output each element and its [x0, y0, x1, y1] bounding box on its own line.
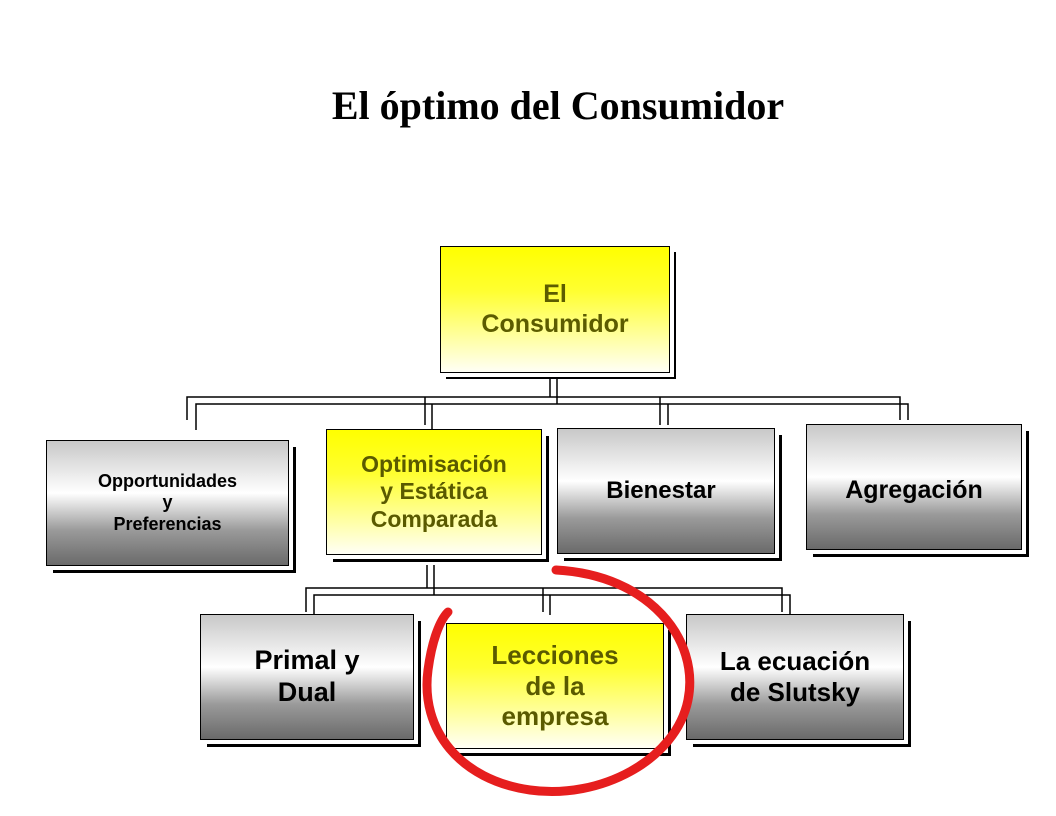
node-label: Lecciones de la empresa — [491, 639, 619, 732]
node-el-consumidor: El Consumidor — [440, 246, 670, 373]
node-label: Agregación — [845, 476, 983, 505]
node-label: Optimisación y Estática Comparada — [361, 451, 507, 532]
node-agregacion: Agregación — [806, 424, 1022, 550]
node-label: Primal y Dual — [254, 645, 360, 707]
node-bienestar: Bienestar — [557, 428, 775, 554]
diagram-title: El óptimo del Consumidor — [331, 83, 785, 128]
node-label: El Consumidor — [481, 280, 629, 338]
node-label: Bienestar — [606, 476, 716, 504]
node-label: La ecuación de Slutsky — [719, 646, 871, 707]
node-lecciones-empresa: Lecciones de la empresa — [446, 623, 664, 749]
node-oportunidades: Opportunidades y Preferencias — [46, 440, 289, 566]
node-label: Opportunidades y Preferencias — [98, 471, 237, 534]
node-optimisacion: Optimisación y Estática Comparada — [326, 429, 542, 555]
node-ecuacion-slutsky: La ecuación de Slutsky — [686, 614, 904, 740]
node-primal-dual: Primal y Dual — [200, 614, 414, 740]
